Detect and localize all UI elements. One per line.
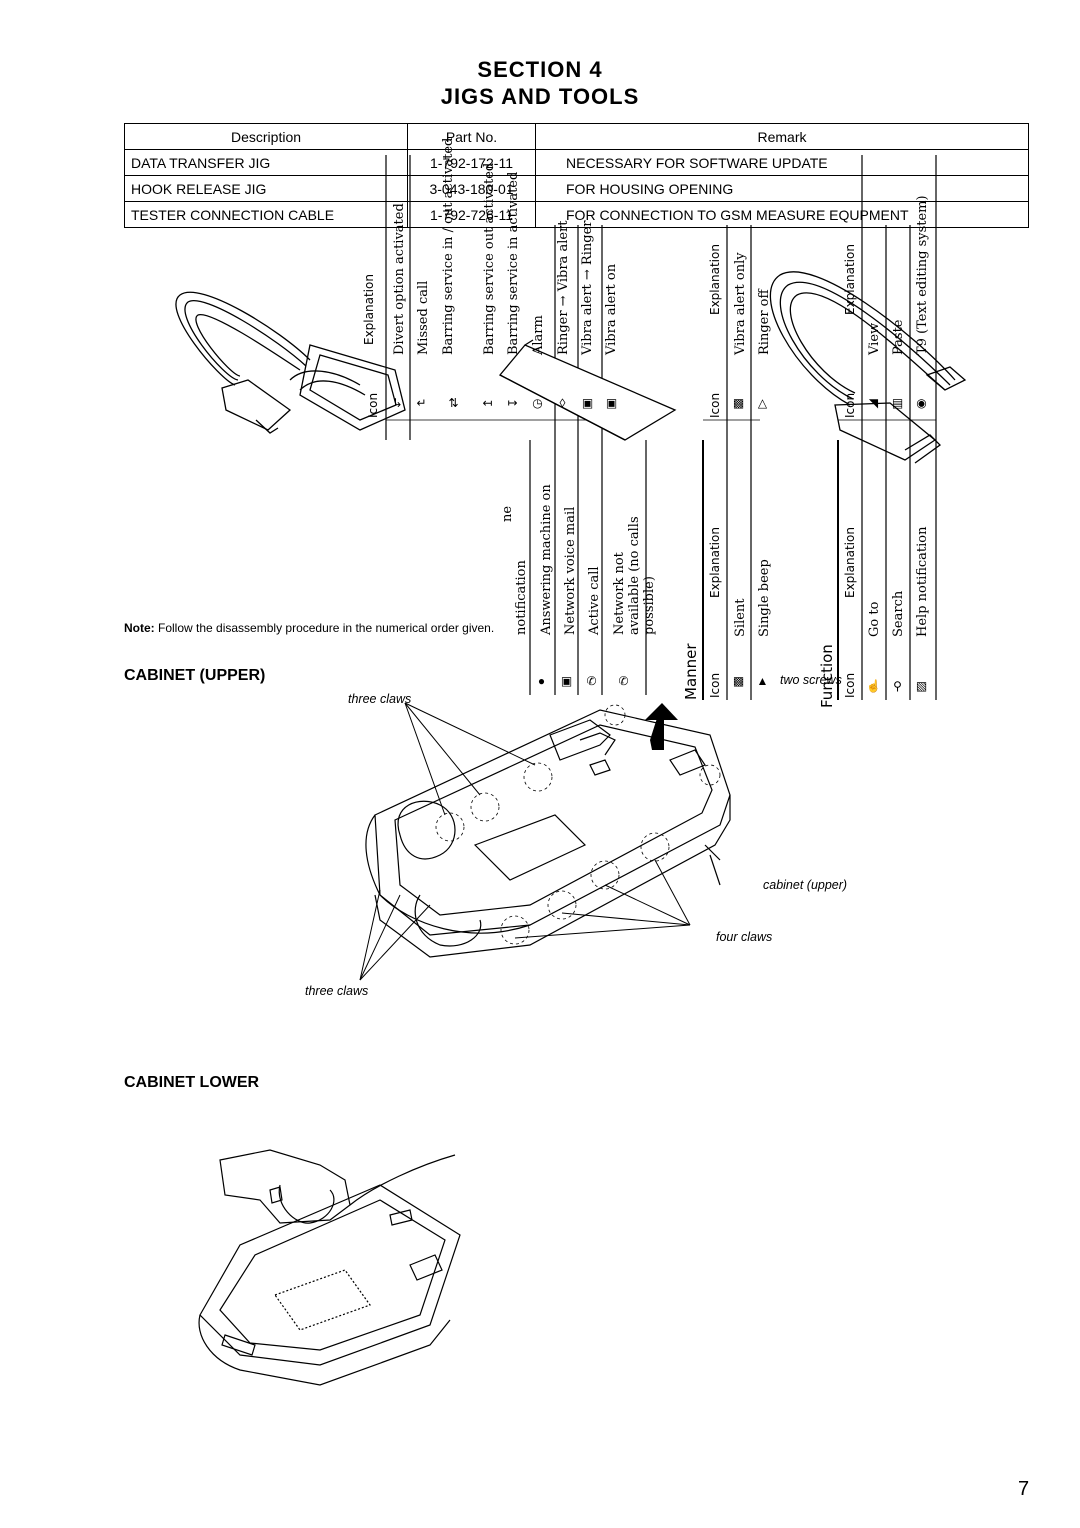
answering-machine-icon: ● xyxy=(537,673,546,688)
label-three-claws-bottom: three claws xyxy=(305,984,369,998)
barring-out-icon: ↤ xyxy=(482,395,493,410)
function-icon-header: Icon xyxy=(843,672,857,698)
vibra-only-icon: ▩ xyxy=(732,395,745,410)
view-icon: ◥ xyxy=(868,395,879,410)
explanation-barring-in: Barring service in activated xyxy=(506,171,521,355)
explanation-search: Search xyxy=(891,590,906,637)
explanation-no-network: Network not available (no calls possible… xyxy=(612,516,657,635)
note-label: Note: xyxy=(124,621,155,635)
go-to-icon: ☝ xyxy=(866,678,881,693)
tester-cable-drawing xyxy=(769,271,967,464)
cabinet-upper-heading: CABINET (UPPER) xyxy=(124,667,266,684)
cell-remark: FOR HOUSING OPENING xyxy=(535,175,1029,202)
explanation-vibra-only: Vibra alert only xyxy=(733,252,748,355)
function-explanation-header: Explanation xyxy=(843,527,857,598)
function-upper-icon-header: Icon xyxy=(843,392,857,418)
help-icon: ▧ xyxy=(915,678,928,693)
explanation-ringer-vibra: Ringer → Vibra alert xyxy=(556,220,571,355)
page-title: JIGS AND TOOLS xyxy=(440,84,640,109)
divert-icon: ↳ xyxy=(392,395,403,410)
explanation-paste: Paste xyxy=(891,319,906,355)
cell-description: TESTER CONNECTION CABLE xyxy=(124,201,408,228)
manner-upper-explanation-header: Explanation xyxy=(708,244,722,315)
manner-explanation-header: Explanation xyxy=(708,527,722,598)
explanation-barring-out: Barring service out activated xyxy=(482,162,497,355)
explanation-t9: T9 (Text editing system) xyxy=(915,195,930,355)
explanation-voice-mail: Network voice mail xyxy=(563,506,578,635)
silent-icon: ▩ xyxy=(732,673,745,688)
label-four-claws: four claws xyxy=(716,930,773,944)
paste-icon: ▤ xyxy=(891,395,904,410)
label-three-claws-top: three claws xyxy=(348,692,412,706)
explanation-view: View xyxy=(867,322,882,355)
explanation-vibra-ringer: Vibra alert → Ringer xyxy=(580,220,595,355)
jigs-table: Description Part No. Remark DATA TRANSFE… xyxy=(124,123,1029,228)
explanation-answering-machine: Answering machine on xyxy=(539,484,554,635)
cabinet-lower-heading: CABINET LOWER xyxy=(124,1074,260,1091)
cabinet-upper-drawing xyxy=(359,702,731,981)
data-transfer-jig-drawing xyxy=(175,291,406,434)
icon-column-header: Icon xyxy=(366,392,380,418)
explanation-help: Help notification xyxy=(915,526,930,637)
explanation-notification: notification xyxy=(514,560,529,635)
cell-description: DATA TRANSFER JIG xyxy=(124,149,408,176)
cell-part-no: 1-792-726-11 xyxy=(407,201,536,228)
label-two-screws: two screws xyxy=(780,673,842,687)
explanation-silent: Silent xyxy=(733,598,748,637)
vibra-on-icon: ▣ xyxy=(605,395,618,410)
barring-in-out-icon: ⇅ xyxy=(448,395,459,410)
manner-label: Manner xyxy=(682,643,700,700)
single-beep-icon: ▲ xyxy=(756,673,769,688)
col-description: Description xyxy=(124,123,408,150)
label-cabinet-upper: cabinet (upper) xyxy=(763,878,848,892)
cabinet-lower-drawing xyxy=(198,1149,461,1386)
voice-mail-icon: ▣ xyxy=(560,673,573,688)
explanation-go-to: Go to xyxy=(867,601,882,637)
explanation-active-call: Active call xyxy=(587,566,602,635)
col-remark: Remark xyxy=(535,123,1029,150)
alarm-icon: ◷ xyxy=(532,395,543,410)
function-upper-explanation-header: Explanation xyxy=(843,244,857,315)
section-title: SECTION 4 xyxy=(477,57,603,82)
explanation-single-beep: Single beep xyxy=(757,559,772,637)
cell-description: HOOK RELEASE JIG xyxy=(124,175,408,202)
explanation-alarm: Alarm xyxy=(531,315,546,355)
missed-call-icon: ↵ xyxy=(416,395,427,410)
manner-upper-icon-header: Icon xyxy=(708,392,722,418)
table-header-row: Description Part No. Remark xyxy=(124,123,1029,150)
table-row: DATA TRANSFER JIG 1-792-172-11 NECESSARY… xyxy=(124,149,1029,176)
fragment-text: ne xyxy=(500,505,515,522)
explanation-missed-call: Missed call xyxy=(416,280,431,355)
table-row: HOOK RELEASE JIG 3-043-180-01 FOR HOUSIN… xyxy=(124,175,1029,202)
vibra-ringer-icon: ▣ xyxy=(581,395,594,410)
t9-icon: ◉ xyxy=(916,395,927,410)
no-network-icon: ✆ xyxy=(618,673,629,688)
ringer-vibra-icon: ◊ xyxy=(559,395,566,410)
cell-remark: NECESSARY FOR SOFTWARE UPDATE xyxy=(535,149,1029,176)
barring-in-icon: ↦ xyxy=(507,395,518,410)
note: Note: Follow the disassembly procedure i… xyxy=(124,621,494,635)
explanation-barring-in-out: Barring service in / out activated xyxy=(441,137,456,355)
hook-release-jig-drawing xyxy=(498,339,677,441)
active-call-icon: ✆ xyxy=(586,673,597,688)
search-icon: ⚲ xyxy=(893,678,902,693)
icon-column-header: Explanation xyxy=(362,274,376,345)
explanation-divert: Divert option activated xyxy=(392,203,407,355)
explanation-ringer-off: Ringer off xyxy=(757,289,772,355)
table-row: TESTER CONNECTION CABLE 1-792-726-11 FOR… xyxy=(124,201,1029,228)
note-text: Follow the disassembly procedure in the … xyxy=(158,621,495,635)
ringer-off-icon: △ xyxy=(757,395,768,410)
cell-part-no: 3-043-180-01 xyxy=(407,175,536,202)
page-number: 7 xyxy=(1018,1478,1030,1500)
explanation-vibra-on: Vibra alert on xyxy=(604,263,619,355)
cell-remark: FOR CONNECTION TO GSM MEASURE EQUPMENT xyxy=(535,201,1029,228)
